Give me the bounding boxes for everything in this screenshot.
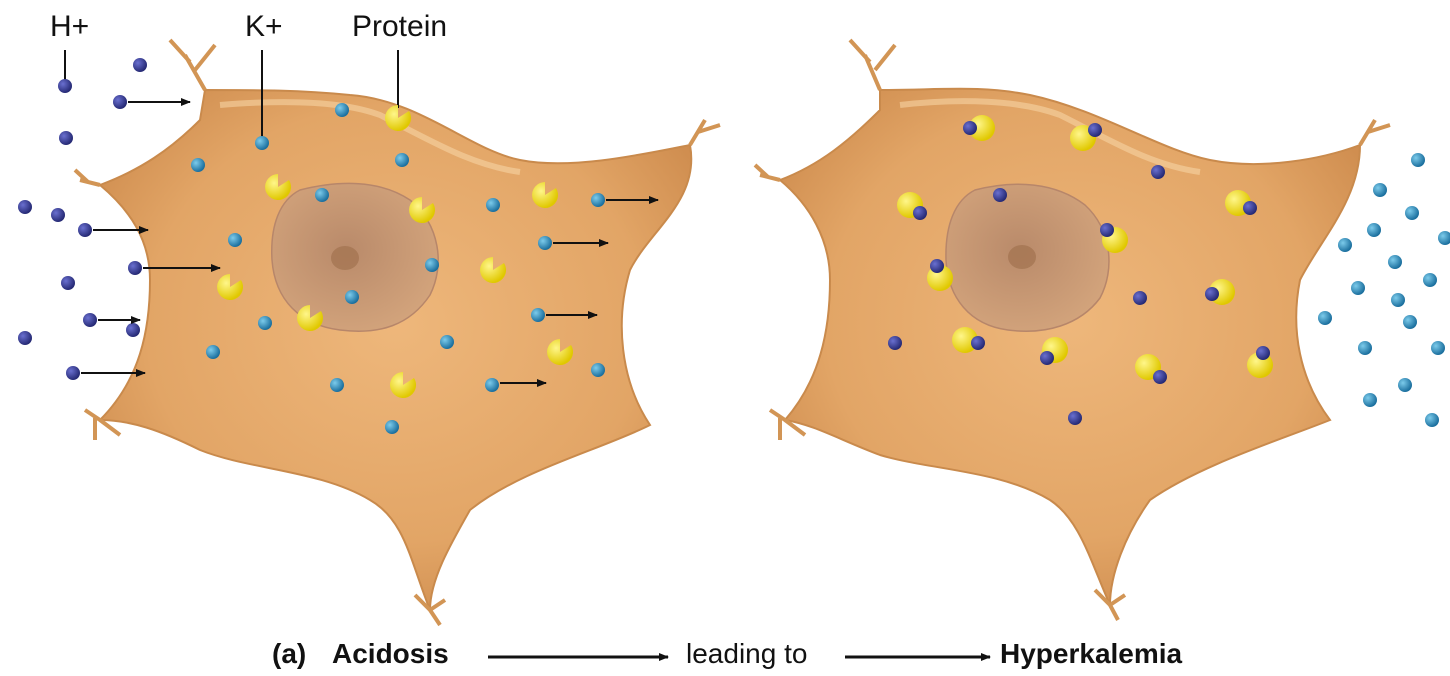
cell-left-process-left xyxy=(75,170,100,185)
h-ion xyxy=(83,313,97,327)
h-ion xyxy=(113,95,127,109)
k-ion xyxy=(1405,206,1419,220)
k-ion xyxy=(485,378,499,392)
k-ion xyxy=(330,378,344,392)
h-ion xyxy=(61,276,75,290)
k-ion xyxy=(1403,315,1417,329)
h-ion xyxy=(58,79,72,93)
h-ion xyxy=(1068,411,1082,425)
k-ion xyxy=(591,193,605,207)
k-ion xyxy=(1358,341,1372,355)
caption-panel-label: (a) xyxy=(272,640,306,668)
k-ion xyxy=(486,198,500,212)
h-ion xyxy=(1151,165,1165,179)
k-ion xyxy=(531,308,545,322)
k-ion xyxy=(1438,231,1450,245)
k-ion xyxy=(385,420,399,434)
cell-left-process-right xyxy=(690,120,720,145)
h-ion xyxy=(18,331,32,345)
k-ion xyxy=(335,103,349,117)
h-ion xyxy=(128,261,142,275)
cell-right-process-topleft xyxy=(850,40,895,90)
h-ion xyxy=(51,208,65,222)
caption-outcome: Hyperkalemia xyxy=(1000,640,1182,668)
k-ion xyxy=(258,316,272,330)
k-ion xyxy=(395,153,409,167)
h-ion-label: H+ xyxy=(50,12,89,42)
h-ion xyxy=(66,366,80,380)
k-ion xyxy=(1351,281,1365,295)
caption-connector: leading to xyxy=(686,640,807,668)
k-ion xyxy=(1425,413,1439,427)
k-ion xyxy=(1338,238,1352,252)
cell-left-process-topleft xyxy=(170,40,215,90)
k-ion-label: K+ xyxy=(245,12,283,42)
k-ion xyxy=(1373,183,1387,197)
h-ion xyxy=(126,323,140,337)
h-ion xyxy=(59,131,73,145)
k-ion xyxy=(315,188,329,202)
h-ion xyxy=(1133,291,1147,305)
protein-label: Protein xyxy=(352,12,447,42)
h-ion xyxy=(18,200,32,214)
cell-right-process-right xyxy=(1360,120,1390,145)
cell-right xyxy=(755,40,1390,620)
left-extracellular-h-ions xyxy=(18,58,147,380)
k-ion xyxy=(440,335,454,349)
k-ion xyxy=(191,158,205,172)
k-ion xyxy=(1398,378,1412,392)
caption-condition: Acidosis xyxy=(332,640,449,668)
h-ion xyxy=(133,58,147,72)
k-ion xyxy=(345,290,359,304)
k-ion xyxy=(1363,393,1377,407)
k-ion xyxy=(1423,273,1437,287)
cell-right-body xyxy=(780,89,1360,605)
k-ion xyxy=(255,136,269,150)
k-ion xyxy=(206,345,220,359)
k-ion xyxy=(1431,341,1445,355)
k-ion xyxy=(1391,293,1405,307)
k-ion xyxy=(1318,311,1332,325)
k-ion xyxy=(591,363,605,377)
k-ion xyxy=(425,258,439,272)
k-ion xyxy=(1367,223,1381,237)
cell-right-process-left xyxy=(755,165,780,180)
cell-right-nucleolus xyxy=(1008,245,1036,269)
k-ion xyxy=(538,236,552,250)
k-ion xyxy=(1411,153,1425,167)
cell-left-nucleolus xyxy=(331,246,359,270)
k-ion xyxy=(228,233,242,247)
h-ion xyxy=(888,336,902,350)
k-ion xyxy=(1388,255,1402,269)
h-ion xyxy=(78,223,92,237)
cell-left-body xyxy=(100,90,691,610)
h-ion xyxy=(993,188,1007,202)
